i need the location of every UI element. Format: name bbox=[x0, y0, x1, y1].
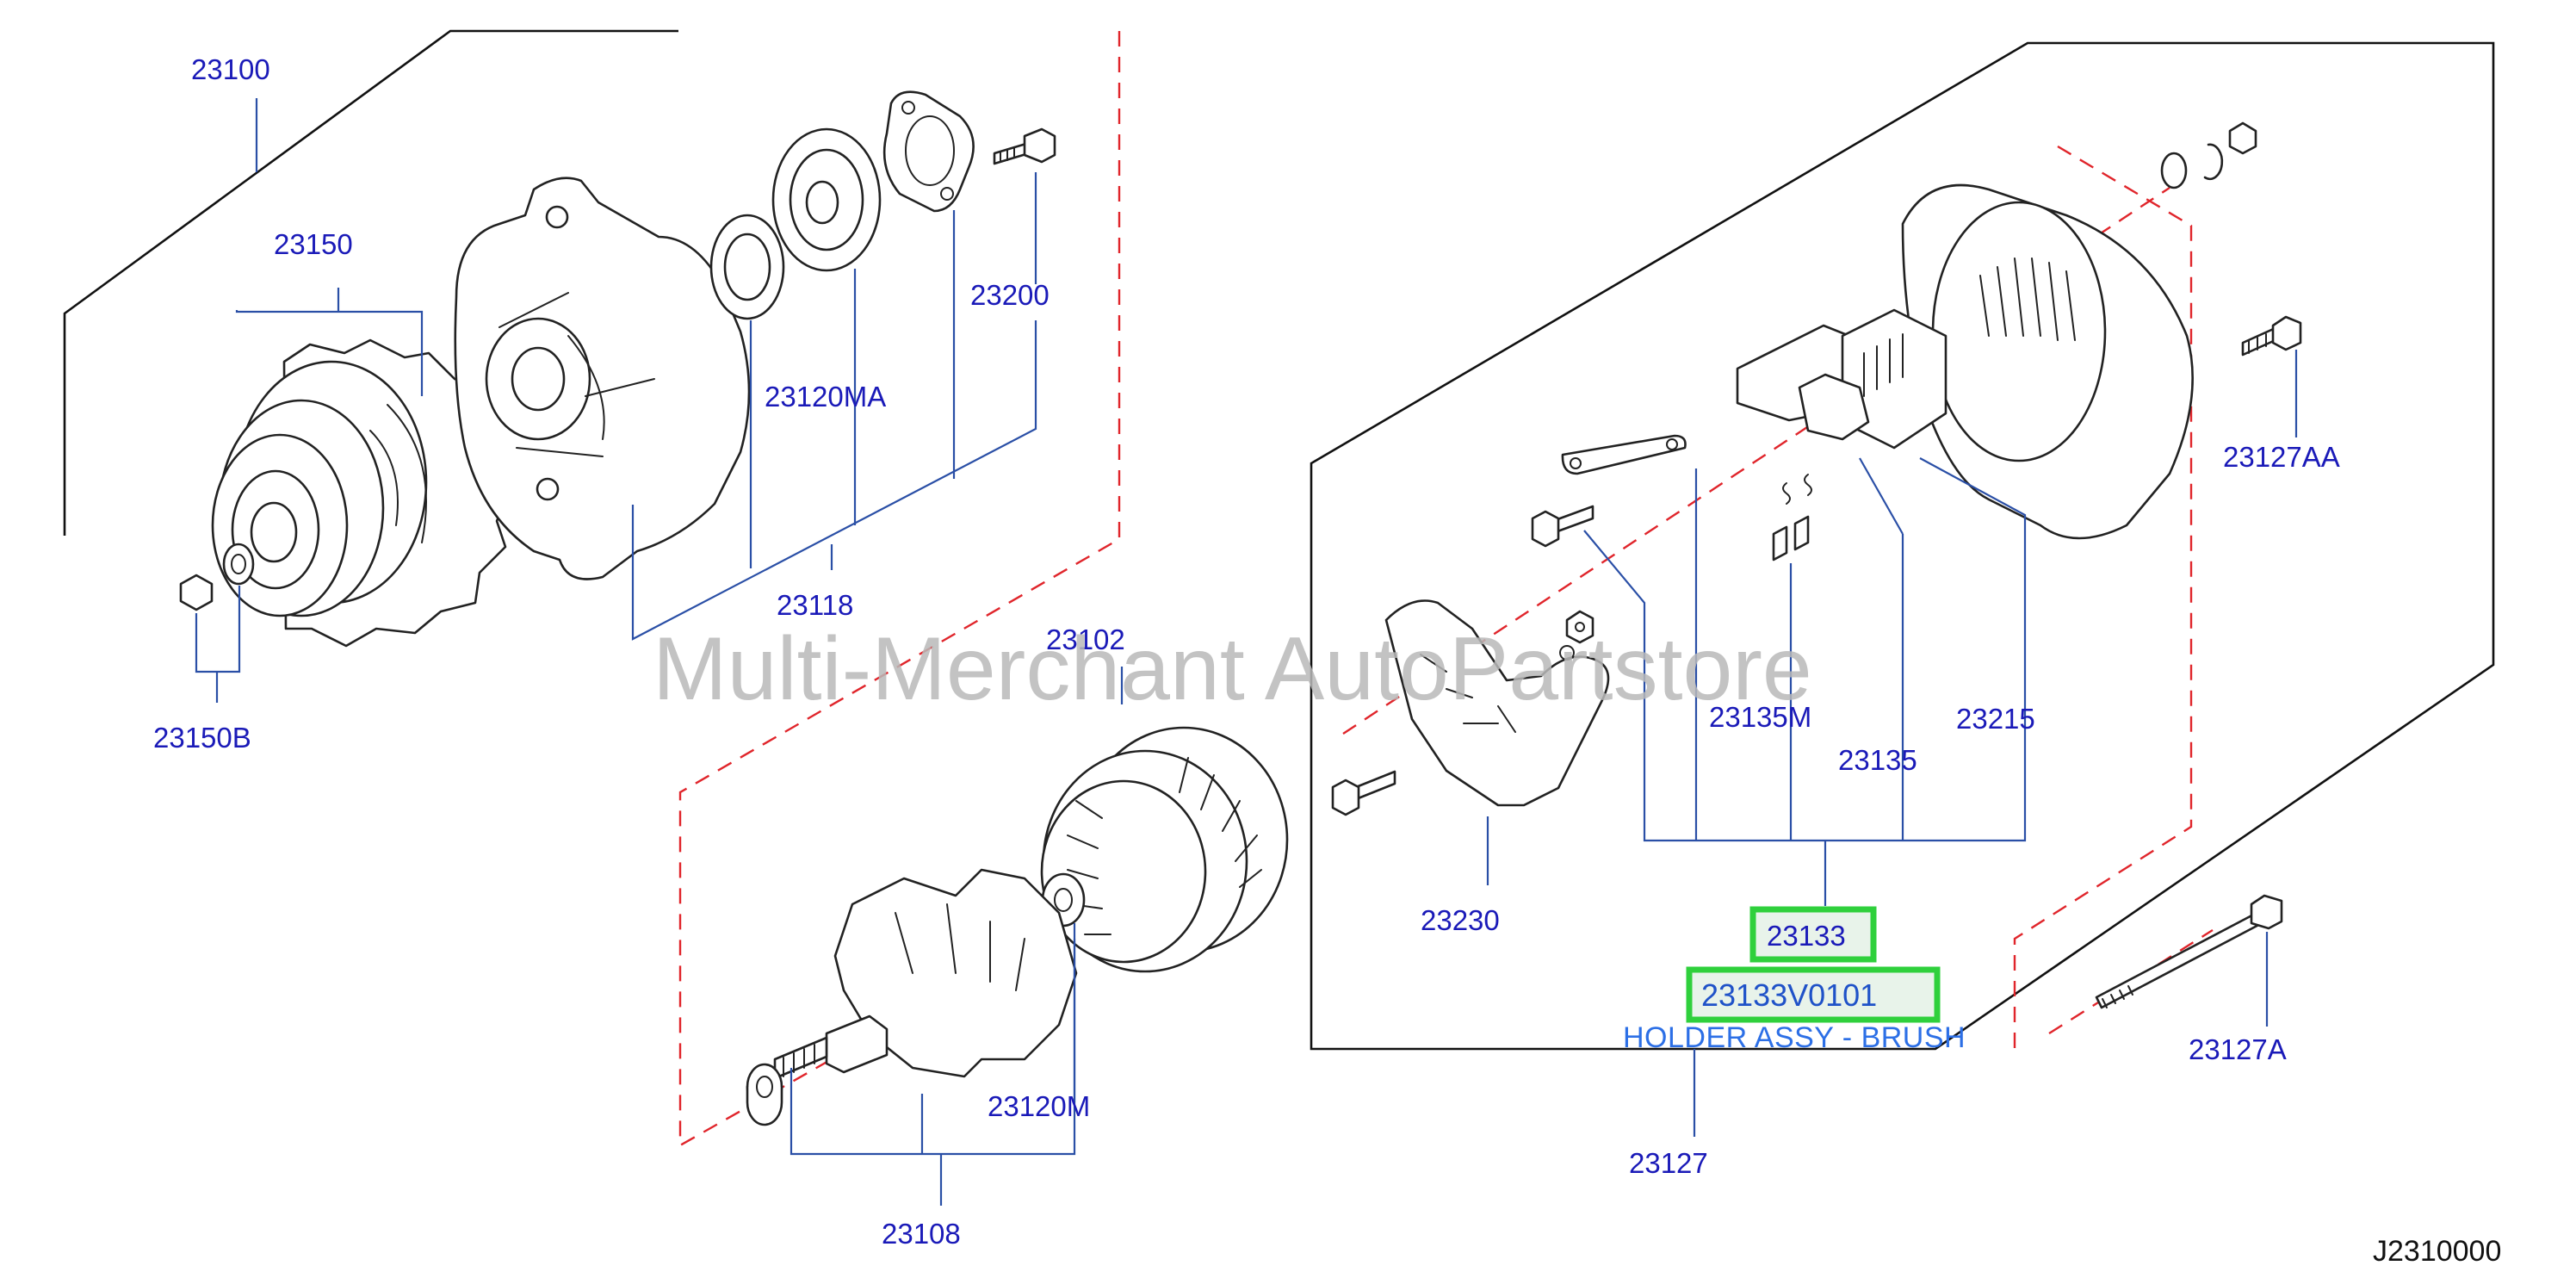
label-23215[interactable]: 23215 bbox=[1956, 703, 2035, 735]
part-rear-housing[interactable] bbox=[1901, 183, 2194, 540]
label-23100[interactable]: 23100 bbox=[191, 53, 270, 85]
selected-part-description: HOLDER ASSY - BRUSH bbox=[1623, 1021, 1966, 1054]
part-23150b-nut-washer[interactable] bbox=[179, 543, 255, 611]
label-23230[interactable]: 23230 bbox=[1421, 904, 1500, 936]
part-23127aa-bolt[interactable] bbox=[2241, 315, 2302, 357]
label-23127[interactable]: 23127 bbox=[1629, 1147, 1708, 1179]
dashed-frame-rear bbox=[2013, 145, 2193, 1049]
label-23150b[interactable]: 23150B bbox=[153, 722, 251, 754]
part-23118-retainer-plate[interactable] bbox=[882, 90, 975, 213]
label-23135m[interactable]: 23135M bbox=[1709, 701, 1811, 733]
part-23215-regulator[interactable] bbox=[1736, 308, 1947, 450]
highlight-box-selected-part[interactable] bbox=[1686, 966, 1941, 1023]
part-rear-nut-washers[interactable] bbox=[2160, 121, 2257, 189]
label-23120m[interactable]: 23120M bbox=[988, 1090, 1090, 1122]
label-23150[interactable]: 23150 bbox=[274, 228, 353, 260]
part-23135-brushes[interactable] bbox=[1772, 474, 1812, 561]
part-23102-stator[interactable] bbox=[1040, 726, 1289, 973]
frame-right-assembly bbox=[1310, 41, 2495, 1051]
part-terminal-strap[interactable] bbox=[1561, 434, 1687, 475]
diagram-code: J2310000 bbox=[2373, 1235, 2501, 1268]
part-23118-front-housing[interactable] bbox=[454, 177, 751, 580]
label-23135[interactable]: 23135 bbox=[1838, 744, 1917, 776]
leader-lines bbox=[195, 98, 2298, 1206]
part-23230-diode-plate[interactable] bbox=[1384, 599, 1610, 807]
label-23108[interactable]: 23108 bbox=[882, 1218, 961, 1250]
selected-part-number[interactable]: 23133V0101 bbox=[1701, 977, 1877, 1013]
part-23230-screw[interactable] bbox=[1331, 770, 1396, 816]
label-23118[interactable]: 23118 bbox=[777, 589, 853, 621]
part-strap-screw[interactable] bbox=[1531, 505, 1595, 548]
part-23108-rotor[interactable] bbox=[773, 868, 1078, 1080]
part-23120ma-bearing[interactable] bbox=[771, 127, 882, 272]
highlight-box-23133[interactable] bbox=[1749, 906, 1877, 963]
label-23200[interactable]: 23200 bbox=[970, 279, 1050, 311]
part-small-nut[interactable] bbox=[1565, 610, 1595, 644]
dashed-axis-bolt bbox=[2048, 928, 2214, 1035]
label-23127a[interactable]: 23127A bbox=[2189, 1033, 2287, 1065]
label-23102[interactable]: 23102 bbox=[1046, 623, 1125, 655]
label-23127aa[interactable]: 23127AA bbox=[2223, 441, 2340, 473]
part-23150-pulley-fan[interactable] bbox=[211, 338, 511, 648]
part-23120ma-seal[interactable] bbox=[709, 214, 785, 320]
label-23133[interactable]: 23133 bbox=[1767, 920, 1846, 952]
part-23127a-through-bolt[interactable] bbox=[2095, 894, 2283, 1009]
label-23120ma[interactable]: 23120MA bbox=[765, 381, 886, 413]
watermark: Multi-Merchant AutoPartstore bbox=[653, 619, 1812, 719]
part-23108-spacer[interactable] bbox=[746, 1063, 783, 1126]
part-23200-screw[interactable] bbox=[993, 127, 1056, 165]
part-labels: 23100 23150 23150B 23118 23120MA 23200 2… bbox=[153, 53, 2501, 1268]
